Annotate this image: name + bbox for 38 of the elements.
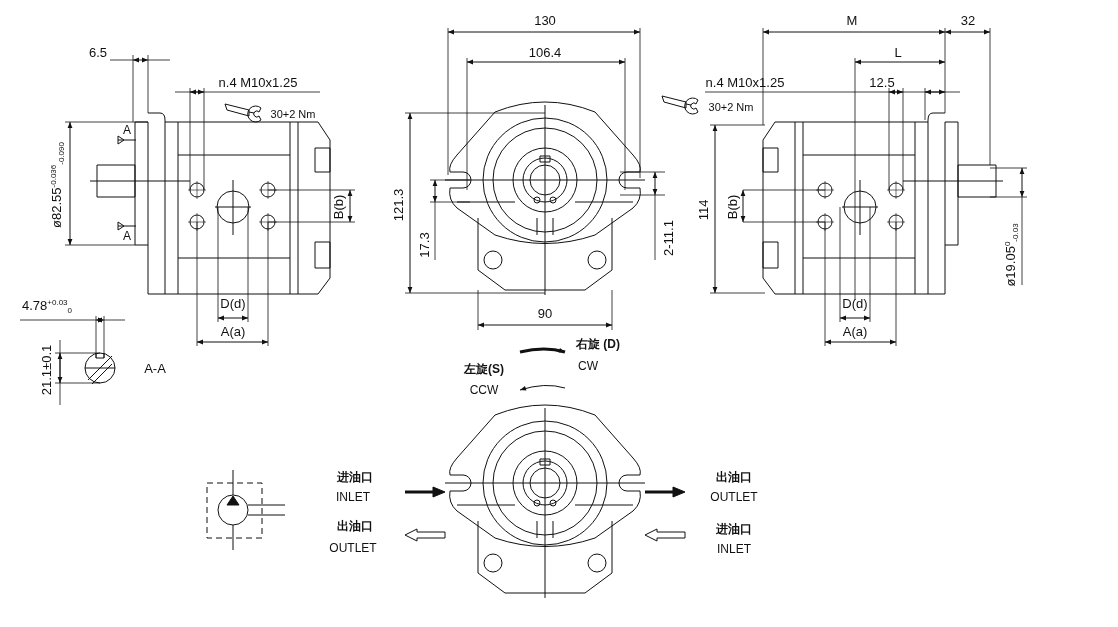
port-label: 进油口: [716, 523, 752, 535]
torque-label: 30+2 Nm: [708, 101, 754, 113]
dimension-label: M: [846, 13, 858, 27]
dimension-label: 12.5: [869, 75, 895, 89]
dimension-label: L: [894, 45, 902, 59]
port-label: 出油口: [337, 520, 373, 532]
dimension-label: B(b): [331, 194, 345, 220]
dimension-label: D(d): [842, 296, 868, 310]
dimension-label: A(a): [842, 324, 868, 338]
thread-label: n.4 M10x1.25: [705, 75, 785, 89]
rotation-label: CCW: [469, 384, 499, 396]
port-label: INLET: [336, 491, 370, 503]
dimension-label: 6.5: [88, 45, 108, 59]
dimension-label: 90: [537, 306, 553, 320]
port-label: OUTLET: [329, 542, 377, 554]
thread-label: n.4 M10x1.25: [218, 75, 298, 89]
section-label: A: [123, 124, 131, 136]
dimension-label: A(a): [220, 324, 246, 338]
section-label: A-A: [144, 361, 166, 375]
rotation-label: 右旋 (D): [576, 338, 620, 350]
dimension-label: 114: [696, 199, 710, 221]
dimension-label: D(d): [220, 296, 246, 310]
section-label: A: [123, 230, 131, 242]
dimension-label: 21.1±0.1: [39, 344, 53, 396]
dimension-label: 17.3: [417, 232, 431, 258]
dimension-label: 121.3: [391, 188, 405, 222]
port-label: 进油口: [337, 471, 373, 483]
dimension-label: 32: [960, 13, 976, 27]
dimension-label: 106.4: [528, 45, 562, 59]
rotation-label: 左旋(S): [464, 363, 504, 375]
dimension-label: 2-11.1: [661, 220, 675, 256]
dimension-label: 130: [534, 13, 556, 27]
torque-label: 30+2 Nm: [270, 108, 316, 120]
port-label: OUTLET: [710, 491, 758, 503]
port-label: 出油口: [716, 471, 752, 483]
dimension-label: B(b): [725, 194, 739, 220]
port-label: INLET: [717, 543, 751, 555]
rotation-label: CW: [578, 360, 598, 372]
